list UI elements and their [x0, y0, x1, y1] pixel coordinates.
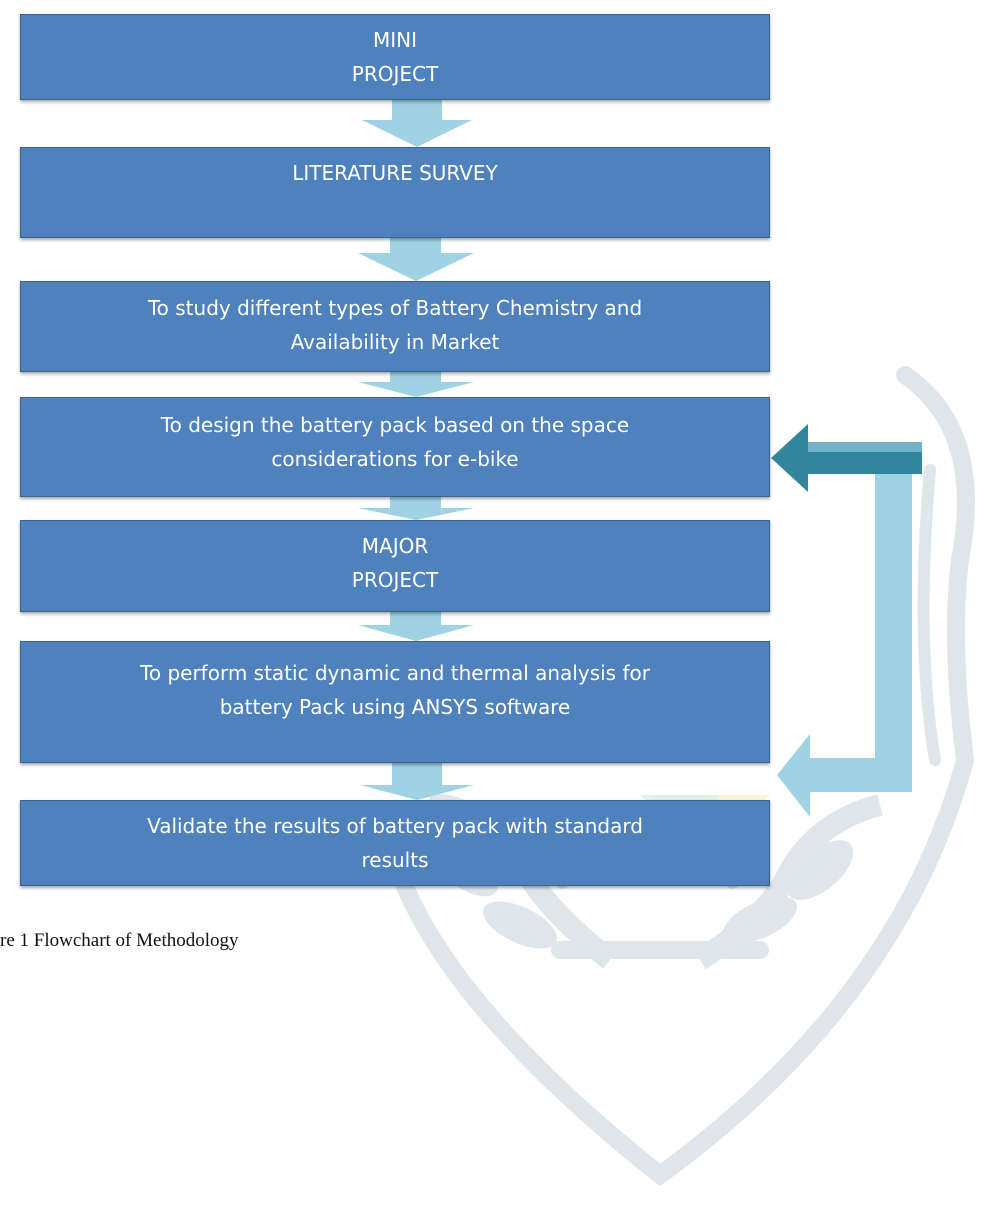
step-label: MINI PROJECT	[351, 28, 439, 86]
watermark-shield-inner	[917, 464, 941, 766]
feedback-vertical-bar	[875, 450, 912, 792]
down-arrow-5	[358, 612, 474, 641]
down-arrow-1	[362, 100, 472, 147]
step-label: MAJOR PROJECT	[351, 534, 439, 592]
down-arrow-6	[360, 763, 474, 800]
step-major-project: MAJOR PROJECT	[20, 520, 770, 612]
step-label: To study different types of Battery Chem…	[147, 296, 643, 354]
step-study-battery-chemistry: To study different types of Battery Chem…	[20, 281, 770, 372]
step-mini-project: MINI PROJECT	[20, 14, 770, 100]
watermark-leaf-right-1	[786, 840, 854, 900]
watermark-leaf-right-2	[722, 896, 798, 944]
step-label: To perform static dynamic and thermal an…	[140, 661, 650, 719]
feedback-top-arrow	[771, 424, 922, 492]
step-label: Validate the results of battery pack wit…	[147, 814, 643, 872]
step-validate-results: Validate the results of battery pack wit…	[20, 800, 770, 886]
watermark-leaf-left-2	[482, 901, 558, 949]
down-arrow-3	[358, 372, 474, 397]
step-design-battery-pack: To design the battery pack based on the …	[20, 397, 770, 497]
feedback-bottom-arrow	[777, 734, 912, 817]
step-label: LITERATURE SURVEY	[292, 161, 498, 185]
figure-caption: re 1 Flowchart of Methodology	[0, 930, 239, 951]
step-analysis-ansys: To perform static dynamic and thermal an…	[20, 641, 770, 763]
watermark-shield-outline	[386, 366, 975, 1187]
down-arrow-4	[358, 497, 474, 520]
feedback-top-arrow-highlight	[808, 442, 922, 452]
down-arrow-2	[358, 238, 474, 281]
step-literature-survey: LITERATURE SURVEY	[20, 147, 770, 238]
step-label: To design the battery pack based on the …	[160, 413, 630, 471]
